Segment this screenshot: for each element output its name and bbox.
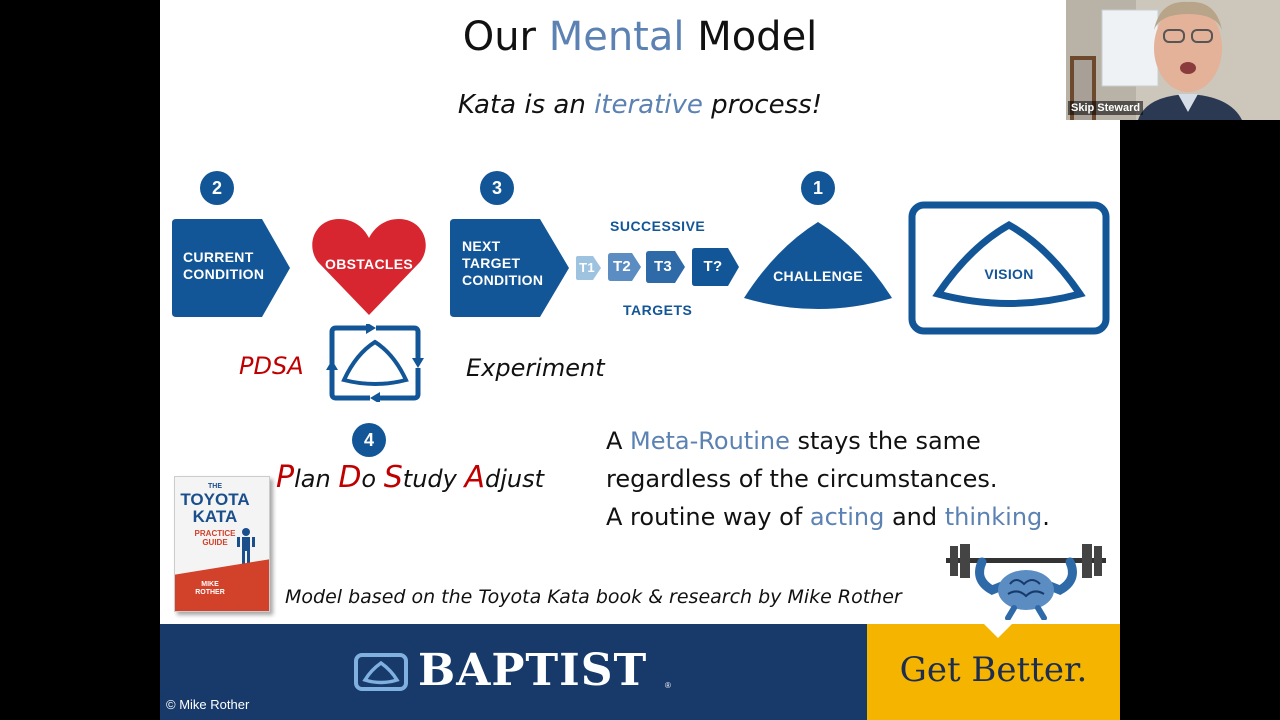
get-better-tagline: Get Better. [899,650,1088,690]
obstacles-heart-icon [312,219,426,315]
pdsa-cycle-icon [326,324,424,402]
target-t2-shape [608,253,641,281]
trademark-mark: ® [665,681,671,690]
obstacles-label: OBSTACLES [325,256,413,272]
target-tq-label: T? [703,258,723,275]
participant-video-tile[interactable]: Skip Steward [1066,0,1280,120]
challenge-shape [744,222,892,309]
next-target-condition-shape [450,219,569,317]
baptist-logo-icon [354,653,408,691]
target-t3-shape [646,251,685,283]
participant-video-feed [1066,0,1280,120]
pdsa-label: PDSA [239,352,304,380]
footer-notch [984,624,1012,638]
vision-frame [908,201,1110,335]
footer-brand-band [160,624,867,720]
target-t1-label: T1 [579,260,595,275]
model-credit: Model based on the Toyota Kata book & re… [285,586,902,608]
challenge-label: CHALLENGE [773,268,863,284]
target-t1-shape [576,256,601,280]
plan-do-study-adjust: Plan Do Study Adjust [276,460,545,495]
slide-subtitle: Kata is an iterative process! [457,90,823,120]
book-figure-icon [237,528,255,565]
step-2-badge: 2 [200,171,234,205]
presentation-slide: Our Mental Model Kata is an iterative pr… [160,0,1120,720]
target-tq-shape [692,248,739,286]
current-condition-shape [172,219,290,317]
vision-label: VISION [984,266,1034,282]
step-4-badge: 4 [352,423,386,457]
step-3-badge: 3 [480,171,514,205]
baptist-wordmark: BAPTIST [418,645,648,696]
weightlifting-brain-icon [946,544,1106,620]
experiment-label: Experiment [466,354,605,382]
copyright-notice: © Mike Rother [166,697,250,712]
meta-routine-text: A Meta-Routine stays the same regardless… [606,427,1050,531]
participant-name-tag: Skip Steward [1068,101,1144,115]
target-t3-label: T3 [653,258,673,275]
successive-label: SUCCESSIVE [610,218,706,234]
target-t2-label: T2 [612,258,632,275]
targets-label: TARGETS [623,302,693,318]
step-1-badge: 1 [801,171,835,205]
footer-tagline-band [867,624,1120,720]
slide-title: Our Mental Model [462,14,818,60]
